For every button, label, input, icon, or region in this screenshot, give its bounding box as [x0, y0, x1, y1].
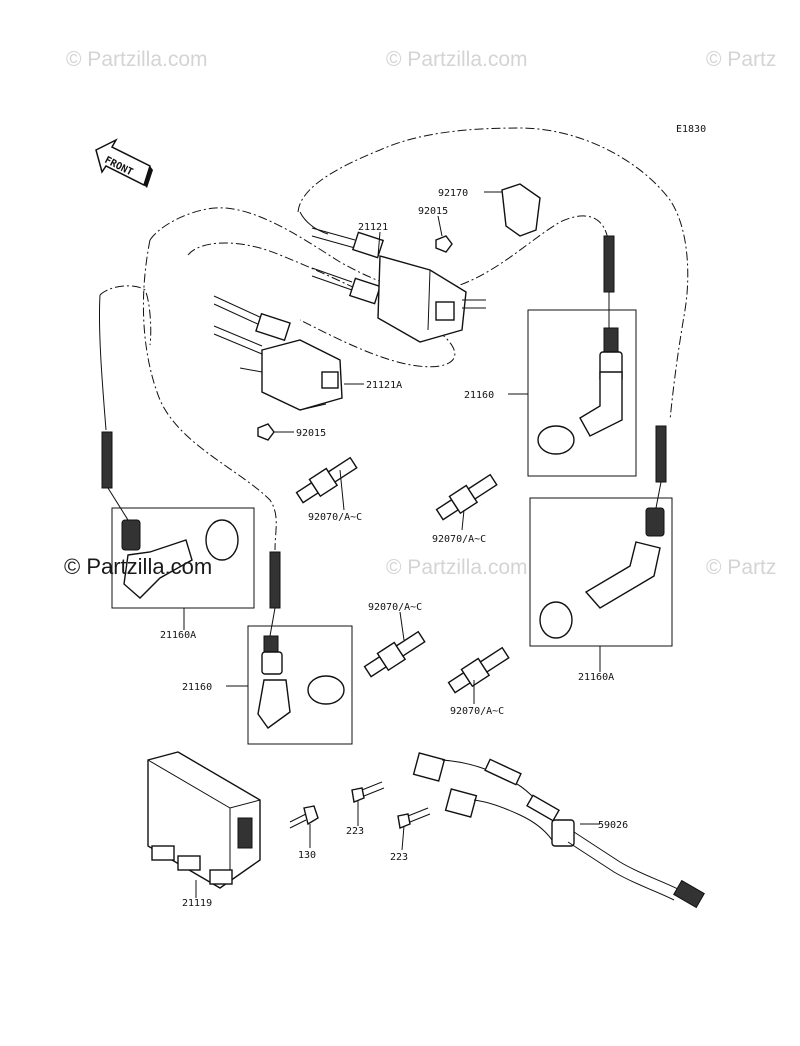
part-label-21119[interactable]: 21119 — [182, 898, 212, 909]
wire — [98, 294, 107, 431]
outline-left-wire — [99, 285, 152, 346]
cap-assembly-box-bottom — [247, 625, 353, 745]
front-arrow-icon: FRONT — [95, 138, 153, 188]
leader-line — [377, 231, 381, 257]
outline-group-upper — [297, 127, 689, 421]
clamp-92170[interactable] — [501, 183, 541, 237]
outline-coil-loop — [142, 239, 277, 551]
cap-assembly-box-right-lower — [529, 497, 673, 647]
cap-assembly-box-right — [527, 309, 637, 477]
part-label-21160[interactable]: 21160 — [464, 390, 494, 401]
spark-plug-b[interactable] — [434, 471, 499, 523]
part-label-21121[interactable]: 21121 — [358, 222, 388, 233]
part-label-223[interactable]: 223 — [390, 852, 408, 863]
part-label-130[interactable]: 130 — [298, 850, 316, 861]
watermark: © Partzilla.com — [66, 48, 208, 71]
watermark: © Partz — [706, 48, 776, 71]
plug-cap-21160-bottom[interactable] — [257, 551, 345, 729]
wire — [299, 211, 329, 235]
watermark: © Partz — [706, 556, 776, 579]
nut-92015-bottom[interactable] — [257, 423, 275, 441]
watermark: © Partzilla.com — [386, 48, 528, 71]
part-label-92015[interactable]: 92015 — [418, 206, 448, 217]
cap-assembly-box-left — [111, 507, 255, 609]
ignition-coil-lower[interactable] — [213, 295, 343, 411]
bolt-130[interactable] — [289, 805, 319, 829]
part-label-92070[interactable]: 92070/A~C — [308, 512, 362, 523]
spark-plug-d[interactable] — [446, 644, 511, 696]
part-label-223[interactable]: 223 — [346, 826, 364, 837]
plug-cap-21160A-left[interactable] — [101, 431, 239, 599]
leader-line — [401, 825, 405, 851]
leader-line — [399, 611, 405, 641]
spark-plug-c[interactable] — [362, 628, 427, 680]
bolt-223-a[interactable] — [351, 781, 385, 803]
part-label-21121A[interactable]: 21121A — [366, 380, 402, 391]
part-label-21160A[interactable]: 21160A — [160, 630, 196, 641]
leader-line — [461, 509, 465, 531]
diagram-code: E1830 — [676, 124, 706, 135]
spark-plug-a[interactable] — [294, 454, 359, 506]
part-label-92015[interactable]: 92015 — [296, 428, 326, 439]
watermark: © Partzilla.com — [386, 556, 528, 579]
leader-line — [339, 469, 345, 511]
plug-cap-21160A-right[interactable] — [539, 425, 667, 639]
cdi-unit-21119[interactable] — [147, 751, 261, 889]
part-label-59026[interactable]: 59026 — [598, 820, 628, 831]
ignition-coil-upper[interactable] — [311, 227, 486, 343]
part-label-92070[interactable]: 92070/A~C — [450, 706, 504, 717]
bolt-223-b[interactable] — [397, 807, 431, 829]
part-label-21160A[interactable]: 21160A — [578, 672, 614, 683]
part-label-92170[interactable]: 92170 — [438, 188, 468, 199]
part-label-92070[interactable]: 92070/A~C — [432, 534, 486, 545]
nut-92015-top[interactable] — [435, 235, 453, 253]
watermark: © Partzilla.com — [64, 554, 212, 579]
part-label-92070[interactable]: 92070/A~C — [368, 602, 422, 613]
pickup-coil-59026[interactable] — [412, 752, 705, 909]
plug-cap-21160-right[interactable] — [537, 235, 623, 455]
part-label-21160[interactable]: 21160 — [182, 682, 212, 693]
leader-line — [437, 215, 443, 237]
